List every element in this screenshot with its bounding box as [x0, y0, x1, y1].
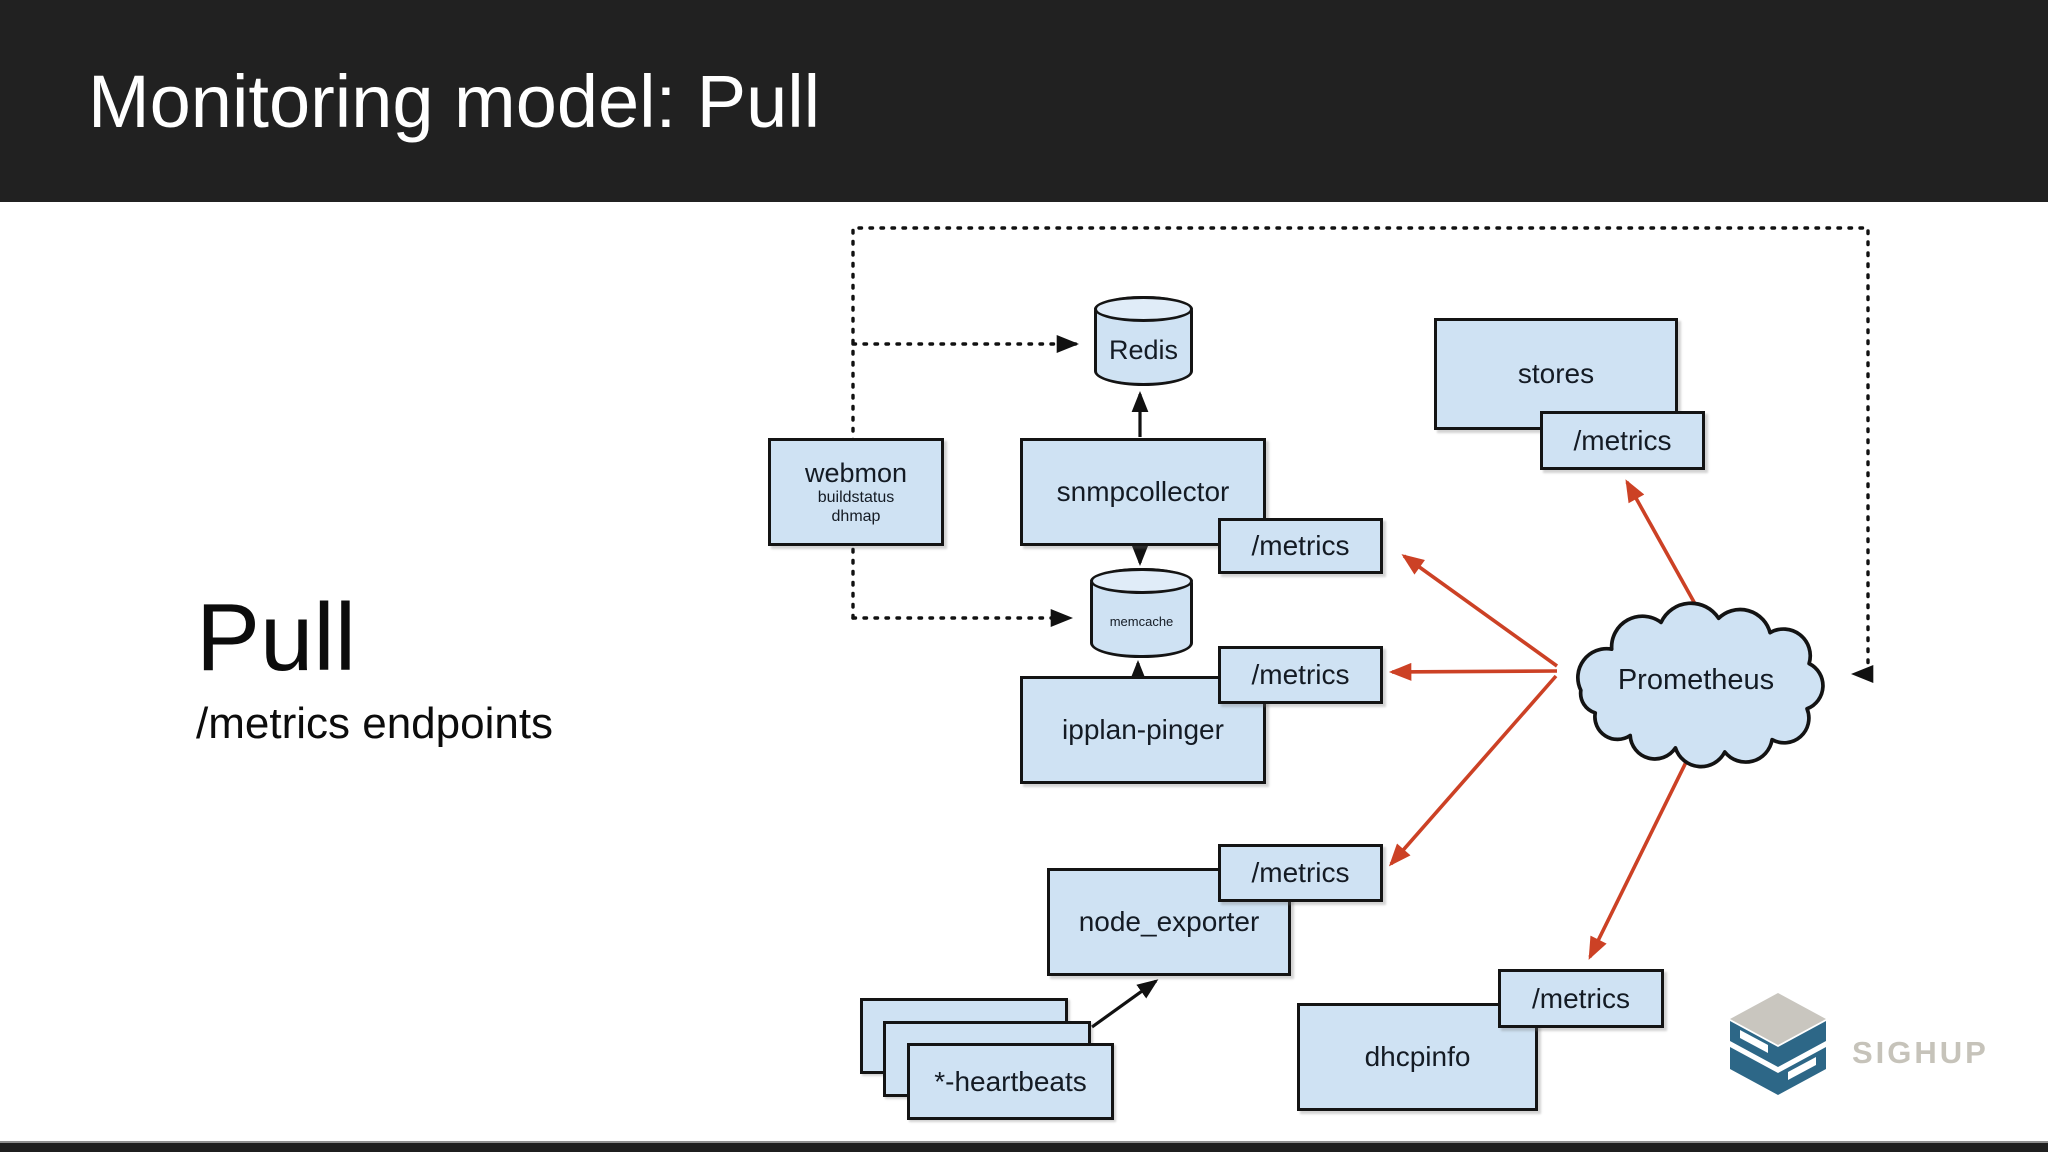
pull-node-exporter — [1388, 674, 1558, 867]
node-dhcpinfo: dhcpinfo — [1297, 1003, 1538, 1111]
metrics-endpoint-node-exporter: /metrics — [1218, 844, 1383, 902]
dotted-loop — [851, 226, 1874, 683]
metrics-endpoint-dhcpinfo: /metrics — [1498, 969, 1664, 1028]
node-node-exporter-label: node_exporter — [1078, 906, 1260, 937]
metrics-endpoint-label: /metrics — [1251, 530, 1350, 561]
pull-arrows — [1388, 479, 1701, 960]
node-webmon-sub2: dhmap — [831, 507, 881, 525]
node-webmon-sub1: buildstatus — [817, 489, 895, 507]
prometheus-cloud-shape — [1576, 601, 1825, 769]
pull-snmpcollector — [1401, 554, 1559, 668]
pull-dhcpinfo — [1588, 747, 1695, 960]
node-memcache-label: memcache — [1109, 613, 1174, 629]
node-prometheus: Prometheus — [1550, 583, 1842, 777]
node-heartbeats-label: *-heartbeats — [934, 1065, 1087, 1097]
metrics-endpoint-label: /metrics — [1532, 982, 1630, 1014]
metrics-endpoint-stores: /metrics — [1540, 411, 1705, 470]
metrics-endpoint-label: /metrics — [1573, 424, 1672, 456]
node-snmpcollector-label: snmpcollector — [1056, 476, 1230, 507]
page-title: Monitoring model: Pull — [88, 59, 821, 143]
node-stores-label: stores — [1517, 358, 1595, 389]
slide-bottom-bar — [0, 1141, 2048, 1152]
sighup-logo: SIGHUP — [1728, 993, 1989, 1113]
arrow-heartbeats-to-nodeexporter — [1091, 979, 1159, 1029]
node-webmon-label: webmon — [804, 458, 908, 489]
metrics-endpoint-ipplan: /metrics — [1218, 646, 1383, 704]
sighup-logo-icon — [1730, 993, 1826, 1095]
node-ipplan-pinger-label: ipplan-pinger — [1062, 714, 1224, 745]
metrics-endpoint-label: /metrics — [1251, 857, 1350, 888]
flow-arrows — [1091, 391, 1159, 1029]
node-webmon: webmon buildstatus dhmap — [768, 438, 944, 546]
node-prometheus-label: Prometheus — [1617, 663, 1775, 696]
metrics-endpoint-label: /metrics — [1251, 659, 1350, 690]
keyword-text: Pull — [196, 584, 357, 691]
metrics-endpoint-snmpcollector: /metrics — [1218, 518, 1383, 574]
node-heartbeats: *-heartbeats — [907, 1043, 1114, 1120]
sighup-logo-text: SIGHUP — [1852, 1035, 1989, 1070]
slide-header: Monitoring model: Pull — [0, 0, 2048, 202]
node-redis-label: Redis — [1108, 334, 1179, 365]
node-redis: Redis — [1094, 296, 1193, 386]
pull-stores — [1625, 479, 1701, 612]
keyword-subtitle: /metrics endpoints — [196, 699, 554, 748]
pull-ipplan — [1388, 662, 1558, 681]
node-memcache: memcache — [1090, 568, 1193, 658]
node-dhcpinfo-label: dhcpinfo — [1364, 1041, 1471, 1072]
